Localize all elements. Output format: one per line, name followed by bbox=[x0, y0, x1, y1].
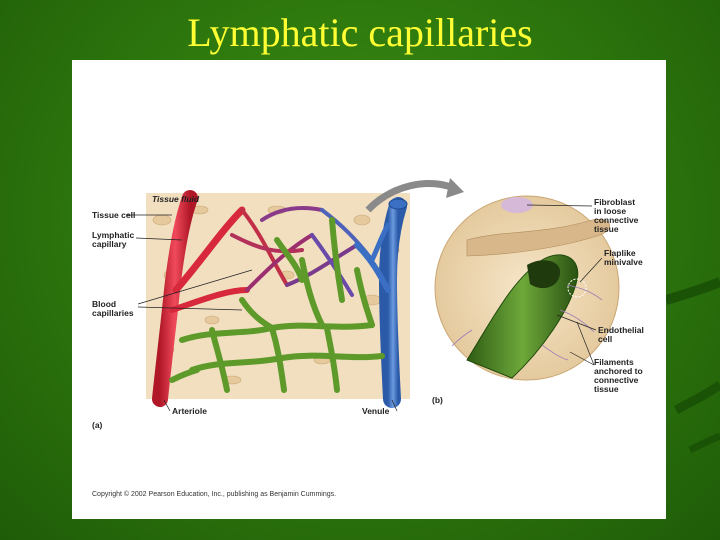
blood-capillaries bbox=[230, 206, 374, 297]
lymphatic-illustration bbox=[126, 178, 620, 412]
label-fibroblast-line1: Fibroblast bbox=[594, 197, 636, 207]
label-tissue-fluid: Tissue fluid bbox=[152, 194, 200, 204]
label-blood-capillaries-line1: Blood bbox=[92, 299, 117, 309]
label-venule: Venule bbox=[362, 406, 390, 416]
label-filaments-line4: tissue bbox=[594, 384, 619, 394]
magnify-arrow bbox=[365, 180, 456, 213]
copyright-notice: Copyright © 2002 Pearson Education, Inc.… bbox=[92, 491, 337, 498]
label-endothelial-cell: Endothelial cell bbox=[598, 326, 644, 344]
label-arteriole: Arteriole bbox=[172, 406, 207, 416]
label-filaments-line3: connective bbox=[594, 375, 639, 385]
label-filaments-line2: anchored to bbox=[594, 366, 643, 376]
lymphatic-capillary-network bbox=[169, 217, 385, 393]
fibroblast bbox=[466, 218, 610, 257]
label-lymphatic-capillary-line1: Lymphatic bbox=[92, 230, 135, 240]
label-lymphatic-capillary-line2: capillary bbox=[92, 239, 127, 249]
label-filaments-line1: Filaments bbox=[594, 357, 634, 367]
label-lymphatic-capillary: Lymphatic capillary bbox=[92, 231, 134, 249]
label-filaments: Filaments anchored to connective tissue bbox=[594, 358, 643, 394]
magnify-arrowhead bbox=[446, 178, 464, 198]
figure-panel: Tissue fluid Tissue cell Lymphatic capil… bbox=[72, 60, 666, 519]
label-blood-capillaries: Blood capillaries bbox=[92, 300, 134, 318]
anchoring-filaments bbox=[451, 284, 603, 361]
minivalve-highlight bbox=[567, 278, 587, 298]
label-fibroblast-line2: in loose bbox=[594, 206, 627, 216]
label-part-b: (b) bbox=[432, 395, 443, 405]
label-endothelial-line1: Endothelial bbox=[598, 325, 644, 335]
venule bbox=[354, 197, 408, 408]
leader-lines-b bbox=[526, 204, 603, 366]
arteriole bbox=[152, 190, 250, 407]
label-fibroblast-line3: connective bbox=[594, 215, 639, 225]
label-tissue-cell: Tissue cell bbox=[92, 210, 136, 220]
label-blood-capillaries-line2: capillaries bbox=[92, 308, 134, 318]
label-endothelial-line2: cell bbox=[598, 334, 613, 344]
label-flaplike-minivalve: Flaplike minivalve bbox=[604, 249, 643, 267]
label-flaplike-line2: minivalve bbox=[604, 257, 643, 267]
leader-lines-a bbox=[126, 214, 398, 412]
fibroblast-nucleus bbox=[501, 197, 533, 213]
label-flaplike-line1: Flaplike bbox=[604, 248, 636, 258]
label-fibroblast: Fibroblast in loose connective tissue bbox=[594, 198, 638, 234]
lymphatic-lumen bbox=[527, 260, 561, 289]
slide-title: Lymphatic capillaries bbox=[187, 10, 533, 55]
label-part-a: (a) bbox=[92, 420, 103, 430]
label-fibroblast-line4: tissue bbox=[594, 224, 619, 234]
